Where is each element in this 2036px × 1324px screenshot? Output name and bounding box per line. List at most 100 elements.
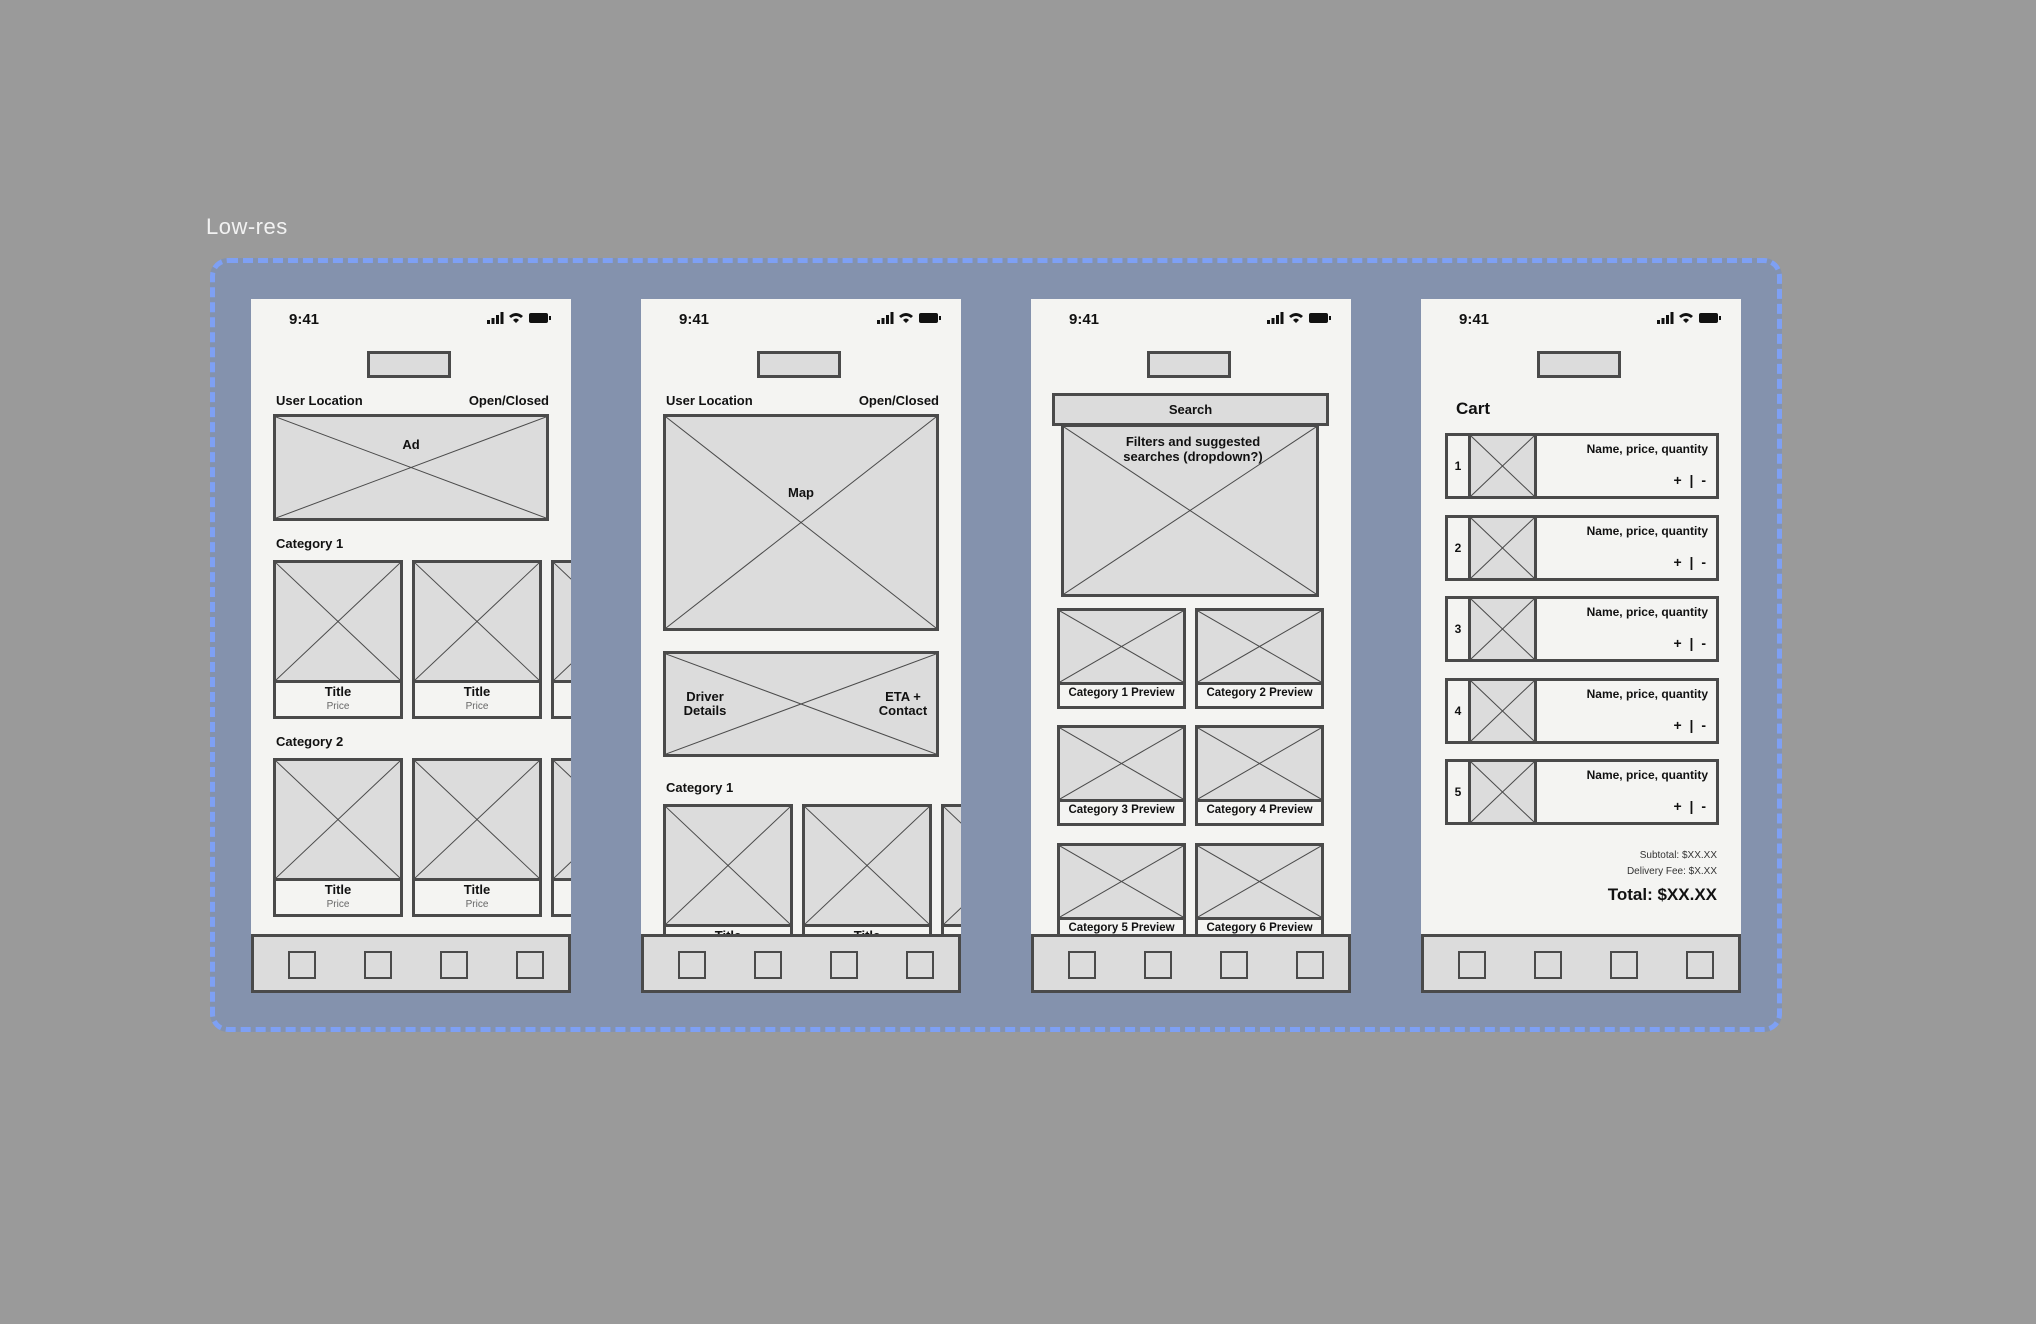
subtotal-text: Subtotal: $XX.XX (1639, 850, 1717, 861)
product-card[interactable]: Title Price (273, 758, 403, 917)
tab-icon-1[interactable] (288, 951, 316, 979)
item-number: 5 (1448, 762, 1471, 822)
preview-label: Category 4 Preview (1206, 804, 1313, 816)
product-image-placeholder (415, 563, 539, 683)
quantity-stepper[interactable]: + | - (1673, 798, 1708, 814)
total-text: Total: $XX.XX (1607, 885, 1717, 904)
ad-banner[interactable]: Ad (273, 414, 549, 521)
item-info: Name, price, quantity (1586, 768, 1708, 782)
category-preview-tile[interactable]: Category 5 Preview (1057, 843, 1186, 944)
open-closed-label: Open/Closed (468, 393, 549, 408)
product-card[interactable]: Title Price (412, 560, 542, 719)
tab-icon-3[interactable] (440, 951, 468, 979)
phone-tracking-screen: 9:41 User Location Open/Closed Map Drive… (641, 299, 961, 993)
product-image-placeholder (554, 563, 571, 683)
tab-icon-2[interactable] (1534, 951, 1562, 979)
tab-icon-4[interactable] (1686, 951, 1714, 979)
preview-label: Category 6 Preview (1206, 922, 1313, 934)
product-price: Price (465, 899, 489, 910)
product-image-placeholder (276, 761, 400, 881)
preview-label: Category 5 Preview (1068, 922, 1175, 934)
tab-icon-3[interactable] (1220, 951, 1248, 979)
quantity-stepper[interactable]: + | - (1673, 472, 1708, 488)
product-card[interactable]: Title Price (412, 758, 542, 917)
preview-image-placeholder (1060, 728, 1183, 802)
cart-item-row[interactable]: 5 Name, price, quantity + | - (1445, 759, 1719, 825)
item-info: Name, price, quantity (1586, 442, 1708, 456)
tab-icon-4[interactable] (906, 951, 934, 979)
tab-bar (641, 934, 961, 993)
preview-image-placeholder (1060, 611, 1183, 685)
eta-contact-label[interactable]: ETA + Contact (878, 689, 928, 718)
quantity-stepper[interactable]: + | - (1673, 717, 1708, 733)
item-number: 2 (1448, 518, 1471, 578)
preview-label: Category 3 Preview (1068, 804, 1175, 816)
map-view[interactable]: Map (663, 414, 939, 631)
phone-home-screen: 9:41 User Location Open/Closed Ad Catego… (251, 299, 571, 993)
tab-icon-2[interactable] (1144, 951, 1172, 979)
product-price: Price (326, 899, 350, 910)
tab-icon-4[interactable] (1296, 951, 1324, 979)
item-number: 1 (1448, 436, 1471, 496)
item-thumbnail-placeholder (1471, 762, 1537, 822)
item-thumbnail-placeholder (1471, 436, 1537, 496)
header-logo-placeholder (757, 351, 841, 378)
cart-item-row[interactable]: 2 Name, price, quantity + | - (1445, 515, 1719, 581)
quantity-stepper[interactable]: + | - (1673, 635, 1708, 651)
product-image-placeholder (944, 807, 961, 927)
item-info: Name, price, quantity (1586, 524, 1708, 538)
preview-image-placeholder (1198, 728, 1321, 802)
tab-icon-3[interactable] (1610, 951, 1638, 979)
product-image-placeholder (805, 807, 929, 927)
category-1-heading: Category 1 (276, 536, 344, 551)
item-thumbnail-placeholder (1471, 599, 1537, 659)
header-logo-placeholder (1147, 351, 1231, 378)
tab-icon-4[interactable] (516, 951, 544, 979)
quantity-stepper[interactable]: + | - (1673, 554, 1708, 570)
status-icons (1657, 312, 1721, 324)
status-time: 9:41 (289, 311, 320, 328)
item-info: Name, price, quantity (1586, 687, 1708, 701)
category-preview-tile[interactable]: Category 3 Preview (1057, 725, 1186, 826)
map-label: Map (788, 485, 814, 500)
tab-icon-1[interactable] (1068, 951, 1096, 979)
filters-label: Filters and suggested searches (dropdown… (1123, 434, 1263, 464)
category-2-heading: Category 2 (276, 734, 344, 749)
product-card[interactable]: Title Price (273, 560, 403, 719)
category-preview-tile[interactable]: Category 2 Preview (1195, 608, 1324, 709)
category-preview-tile[interactable]: Category 4 Preview (1195, 725, 1324, 826)
preview-label: Category 2 Preview (1206, 687, 1313, 699)
filters-dropdown[interactable]: Filters and suggested searches (dropdown… (1061, 424, 1319, 597)
cart-item-row[interactable]: 1 Name, price, quantity + | - (1445, 433, 1719, 499)
product-image-placeholder (276, 563, 400, 683)
cart-item-row[interactable]: 4 Name, price, quantity + | - (1445, 678, 1719, 744)
item-number: 4 (1448, 681, 1471, 741)
phone-search-screen: 9:41 Filters and suggested searches (dro… (1031, 299, 1351, 993)
tab-icon-1[interactable] (1458, 951, 1486, 979)
tab-icon-2[interactable] (364, 951, 392, 979)
driver-details-label: Driver Details (683, 689, 727, 718)
product-card-partial[interactable] (941, 804, 961, 963)
tab-icon-3[interactable] (830, 951, 858, 979)
ad-label: Ad (402, 437, 420, 452)
cart-item-row[interactable]: 3 Name, price, quantity + | - (1445, 596, 1719, 662)
user-location-label[interactable]: User Location (276, 393, 363, 408)
category-preview-tile[interactable]: Category 6 Preview (1195, 843, 1324, 944)
tab-icon-2[interactable] (754, 951, 782, 979)
category-preview-tile[interactable]: Category 1 Preview (1057, 608, 1186, 709)
search-bar[interactable]: Search (1052, 393, 1329, 426)
tab-icon-1[interactable] (678, 951, 706, 979)
product-card-partial[interactable] (551, 758, 571, 917)
product-title: Title (324, 882, 352, 897)
driver-panel[interactable]: Driver Details ETA + Contact (663, 651, 939, 757)
preview-label: Category 1 Preview (1068, 687, 1175, 699)
user-location-label[interactable]: User Location (666, 393, 753, 408)
status-icons (877, 312, 941, 324)
item-info: Name, price, quantity (1586, 605, 1708, 619)
header-logo-placeholder (367, 351, 451, 378)
item-thumbnail-placeholder (1471, 681, 1537, 741)
tab-bar (1031, 934, 1351, 993)
product-card-partial[interactable] (551, 560, 571, 719)
preview-image-placeholder (1198, 611, 1321, 685)
delivery-fee-text: Delivery Fee: $X.XX (1626, 866, 1717, 877)
